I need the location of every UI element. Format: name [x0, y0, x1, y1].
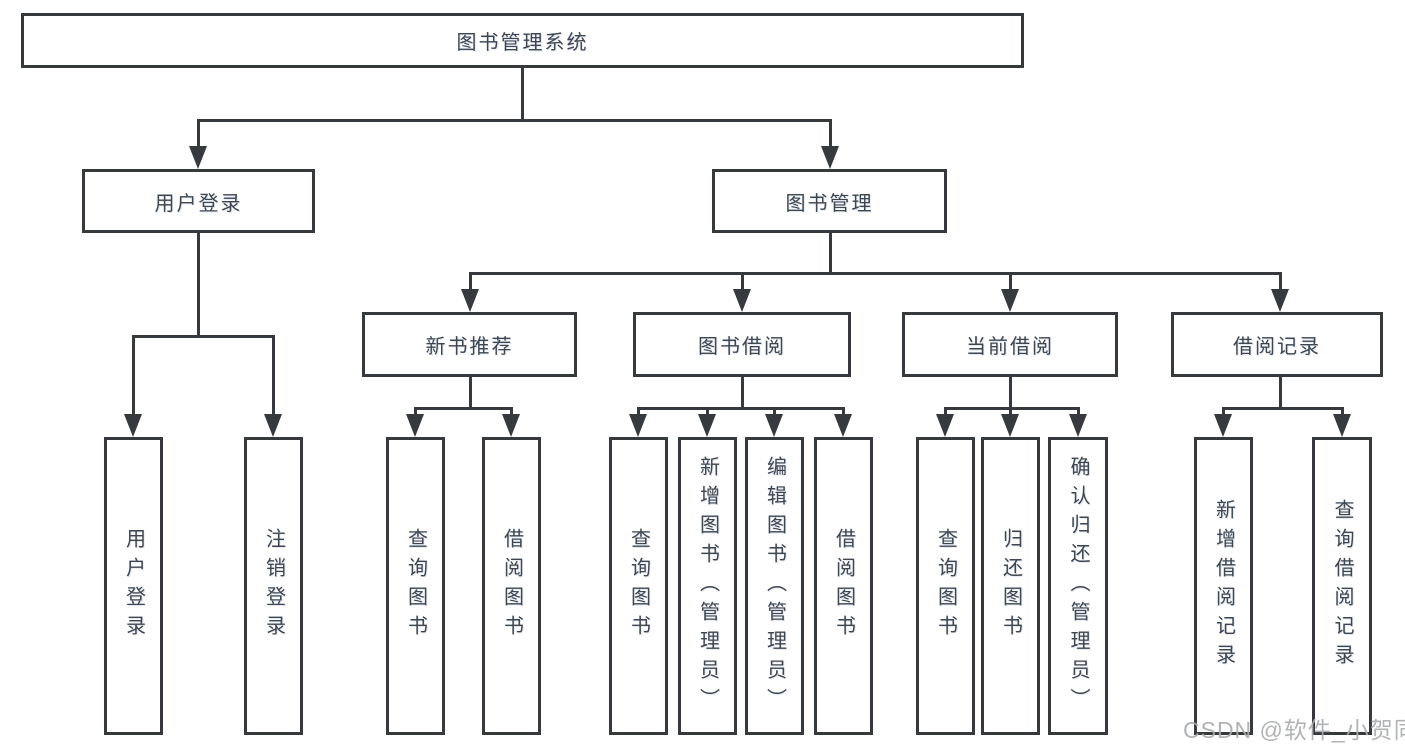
- node-label: 当前借阅: [966, 336, 1054, 358]
- arrowhead-icon: [124, 414, 142, 437]
- connector-line: [468, 271, 1282, 275]
- arrowhead-icon: [765, 414, 783, 437]
- connector-line: [413, 406, 513, 410]
- connector-line: [828, 120, 832, 161]
- node-book-borrowing: 图书借阅: [633, 312, 851, 377]
- arrowhead-icon: [936, 414, 954, 437]
- connector-line: [196, 118, 832, 122]
- node-query-borrow-record: 查询借阅记录: [1312, 437, 1372, 735]
- connector-line: [828, 233, 832, 273]
- csdn-watermark: CSDN @软件_小贺同学: [1183, 717, 1405, 743]
- node-new-book-recommend: 新书推荐: [362, 312, 577, 377]
- connector-line: [1278, 377, 1282, 408]
- arrowhead-icon: [1001, 289, 1019, 312]
- connector-line: [1008, 377, 1012, 408]
- node-label: 新增图书（管理员）: [696, 455, 719, 717]
- arrowhead-icon: [406, 414, 424, 437]
- node-user-login-leaf: 用户登录: [104, 437, 163, 735]
- node-add-borrow-record: 新增借阅记录: [1194, 437, 1253, 735]
- arrowhead-icon: [821, 146, 839, 169]
- connector-line: [943, 406, 1080, 410]
- connector-line: [196, 233, 200, 336]
- node-label: 借阅记录: [1233, 336, 1321, 358]
- node-borrowing-records: 借阅记录: [1171, 312, 1383, 377]
- arrowhead-icon: [189, 146, 207, 169]
- node-label: 确认归还（管理员）: [1067, 455, 1089, 717]
- arrowhead-icon: [1214, 414, 1232, 437]
- node-borrow-books-1: 借阅图书: [482, 437, 541, 735]
- connector-line: [468, 377, 472, 408]
- node-borrow-books-2: 借阅图书: [814, 437, 873, 735]
- node-add-books-admin: 新增图书（管理员）: [678, 437, 737, 735]
- node-book-management: 图书管理: [712, 169, 947, 233]
- arrowhead-icon: [502, 414, 520, 437]
- node-label: 图书借阅: [698, 336, 786, 358]
- node-label: 新书推荐: [425, 336, 514, 358]
- node-label: 图书管理系统: [456, 32, 589, 54]
- connector-line: [520, 68, 524, 120]
- arrowhead-icon: [629, 414, 647, 437]
- node-label: 借阅图书: [500, 528, 523, 644]
- node-label: 归还图书: [999, 528, 1022, 644]
- connector-line: [196, 120, 200, 161]
- arrowhead-icon: [1271, 289, 1289, 312]
- arrowhead-icon: [1001, 414, 1019, 437]
- connector-line: [1008, 273, 1012, 304]
- connector-line: [468, 273, 472, 304]
- node-label: 用户登录: [154, 192, 243, 215]
- arrowhead-icon: [264, 414, 282, 437]
- connector-line: [131, 334, 275, 338]
- node-return-books: 归还图书: [981, 437, 1040, 735]
- connector-line: [1221, 406, 1344, 410]
- arrowhead-icon: [733, 289, 751, 312]
- node-user-login: 用户登录: [82, 169, 315, 233]
- node-label: 新增借阅记录: [1212, 499, 1235, 673]
- node-query-books-1: 查询图书: [386, 437, 445, 735]
- connector-line: [131, 336, 135, 429]
- node-query-books-2: 查询图书: [609, 437, 668, 735]
- node-query-books-3: 查询图书: [916, 437, 975, 735]
- connector-line: [636, 406, 845, 410]
- node-label: 图书管理: [785, 192, 874, 215]
- node-label: 查询借阅记录: [1331, 499, 1353, 673]
- node-label: 编辑图书（管理员）: [763, 455, 786, 717]
- node-label: 借阅图书: [832, 528, 855, 644]
- node-current-borrowing: 当前借阅: [902, 312, 1118, 377]
- arrowhead-icon: [698, 414, 716, 437]
- connector-line: [740, 273, 744, 304]
- node-label: 用户登录: [122, 528, 145, 644]
- arrowhead-icon: [1069, 414, 1087, 437]
- node-logout-leaf: 注销登录: [244, 437, 303, 735]
- node-library-system: 图书管理系统: [21, 13, 1024, 68]
- arrowhead-icon: [834, 414, 852, 437]
- node-label: 查询图书: [404, 528, 427, 644]
- node-label: 查询图书: [934, 528, 957, 644]
- node-label: 查询图书: [627, 528, 650, 644]
- node-confirm-return-admin: 确认归还（管理员）: [1048, 437, 1108, 735]
- arrowhead-icon: [1333, 414, 1351, 437]
- node-edit-books-admin: 编辑图书（管理员）: [745, 437, 804, 735]
- node-label: 注销登录: [262, 528, 285, 644]
- connector-line: [271, 336, 275, 429]
- connector-line: [740, 377, 744, 408]
- connector-line: [1278, 273, 1282, 304]
- arrowhead-icon: [461, 289, 479, 312]
